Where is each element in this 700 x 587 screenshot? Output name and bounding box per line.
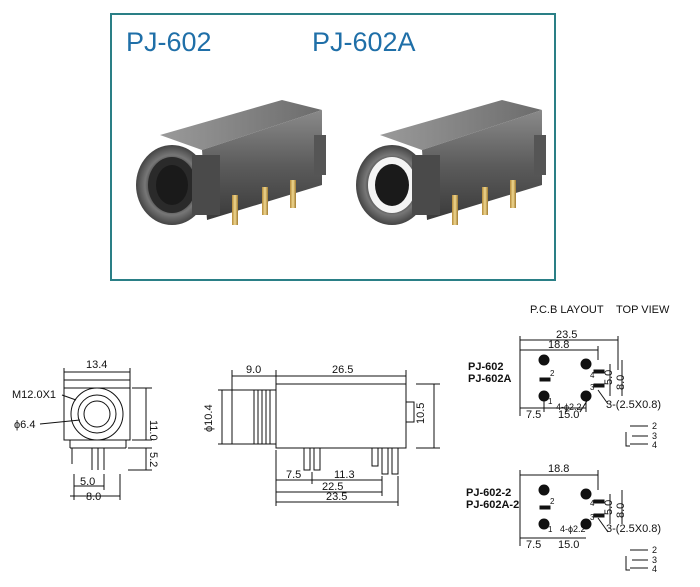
dim-hole-dia: ϕ6.4 bbox=[14, 419, 35, 431]
top-view-heading: TOP VIEW bbox=[616, 304, 670, 316]
pcb-top-dim-80: 8.0 bbox=[615, 375, 627, 390]
pcb-bottom-model-2: PJ-602A-2 bbox=[466, 499, 519, 511]
dim-height-side: 10.5 bbox=[415, 403, 427, 424]
pcb-top-model-2: PJ-602A bbox=[468, 373, 511, 385]
pcb-bottom-model-1: PJ-602-2 bbox=[466, 487, 511, 499]
pcb-top-dim-50: 5.0 bbox=[603, 370, 615, 385]
pcb-layout-top bbox=[519, 336, 648, 447]
dim-body-len: 26.5 bbox=[332, 364, 353, 376]
jack-photo-pj602a bbox=[356, 100, 546, 225]
pcb-bottom-sch-2: 2 bbox=[652, 545, 657, 555]
pcb-bottom-pin-4: 4 bbox=[590, 499, 595, 508]
pcb-bottom-pin-1: 1 bbox=[548, 525, 553, 534]
dim-pin1: 7.5 bbox=[286, 469, 301, 481]
jack-photo-pj602 bbox=[136, 100, 326, 225]
dim-overall1: 22.5 bbox=[322, 481, 343, 493]
pcb-top-pin-2: 2 bbox=[550, 369, 555, 378]
pcb-top-sch-3: 3 bbox=[652, 431, 657, 441]
pcb-bottom-dim-188: 18.8 bbox=[548, 463, 569, 475]
dim-thread: M12.0X1 bbox=[12, 389, 56, 401]
dim-base-width: 8.0 bbox=[86, 491, 101, 503]
pcb-top-pin-3: 3 bbox=[590, 383, 595, 392]
dim-height: 11.0 bbox=[147, 420, 159, 441]
pcb-heading: P.C.B LAYOUT bbox=[530, 304, 604, 316]
pcb-top-pin-1: 1 bbox=[548, 397, 553, 406]
pcb-top-sch-4: 4 bbox=[652, 440, 657, 450]
pcb-top-slots: 3-(2.5X0.8) bbox=[606, 399, 661, 411]
dim-overall2: 23.5 bbox=[326, 491, 347, 503]
pcb-top-pin-4: 4 bbox=[590, 371, 595, 380]
pcb-bottom-slots: 3-(2.5X0.8) bbox=[606, 523, 661, 535]
dim-pin2: 11.3 bbox=[334, 469, 355, 481]
model-title-pj602: PJ-602 bbox=[126, 27, 212, 57]
pcb-bottom-sch-4: 4 bbox=[652, 564, 657, 574]
pcb-bottom-holes: 4-ϕ2.2 bbox=[560, 524, 586, 534]
pcb-bottom-dim-150: 15.0 bbox=[558, 539, 579, 551]
dim-pin-pitch: 5.0 bbox=[80, 476, 95, 488]
pcb-layout-bottom bbox=[519, 470, 648, 571]
pcb-top-dim-75: 7.5 bbox=[526, 409, 541, 421]
pcb-bottom-sch-3: 3 bbox=[652, 555, 657, 565]
dim-front-len: 9.0 bbox=[246, 364, 261, 376]
dim-diameter: ϕ10.4 bbox=[203, 404, 215, 432]
pcb-bottom-dim-50: 5.0 bbox=[603, 500, 615, 515]
front-view-drawing bbox=[39, 368, 152, 500]
side-view-drawing bbox=[218, 370, 440, 506]
pcb-bottom-dim-75: 7.5 bbox=[526, 539, 541, 551]
pcb-top-dim-188: 18.8 bbox=[548, 339, 569, 351]
pcb-top-model-1: PJ-602 bbox=[468, 361, 503, 373]
dim-width-top: 13.4 bbox=[86, 359, 107, 371]
pcb-bottom-pin-3: 3 bbox=[590, 513, 595, 522]
pcb-bottom-dim-80: 8.0 bbox=[615, 503, 627, 518]
pcb-top-holes: 4-ϕ2.2 bbox=[556, 402, 582, 412]
dim-pin-height: 5.2 bbox=[147, 452, 159, 467]
pcb-bottom-pin-2: 2 bbox=[550, 497, 555, 506]
pcb-top-dim-235: 23.5 bbox=[556, 329, 577, 341]
pcb-top-dim-150: 15.0 bbox=[558, 409, 579, 421]
jack-photos bbox=[136, 100, 546, 225]
product-photo-panel: PJ-602 PJ-602A bbox=[110, 13, 556, 281]
model-title-pj602a: PJ-602A bbox=[312, 27, 416, 57]
pcb-top-sch-2: 2 bbox=[652, 421, 657, 431]
